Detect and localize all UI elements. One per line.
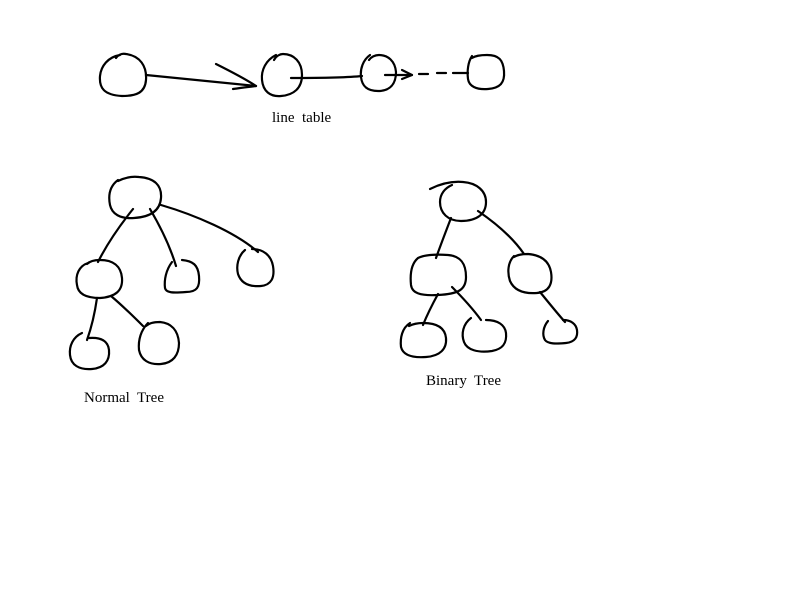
binary-tree-leaf-node-3: [542, 318, 579, 345]
normal-tree-child-node-3: [236, 247, 275, 288]
list-node-3: [359, 53, 398, 93]
binary-tree-edge-right: [476, 209, 526, 256]
list-link-2: [289, 74, 364, 80]
normal-tree-leaf-node-2: [137, 320, 181, 366]
normal-tree-edge-5: [109, 294, 145, 328]
binary-tree-diagram: [399, 180, 579, 359]
binary-tree-edge-left: [434, 216, 453, 260]
list-dashed-link: [417, 71, 470, 76]
binary-tree-left-child-node: [409, 253, 468, 297]
normal-tree-label: Normal Tree: [84, 390, 164, 406]
list-arrowhead-1: [214, 62, 258, 91]
normal-tree-diagram: [68, 175, 275, 371]
binary-tree-edge-right-child: [538, 290, 567, 324]
binary-tree-leaf-node-1: [399, 321, 448, 359]
binary-tree-root-node: [428, 180, 488, 223]
normal-tree-edge-1: [96, 207, 135, 264]
binary-tree-right-child-node: [507, 252, 553, 295]
normal-tree-root-node: [108, 175, 163, 220]
normal-tree-edge-4: [85, 296, 99, 342]
binary-tree-edge-left-right: [450, 285, 483, 322]
binary-tree-leaf-node-2: [461, 316, 508, 353]
list-node-2: [260, 52, 304, 98]
normal-tree-leaf-node-1: [68, 331, 111, 371]
normal-tree-edge-3: [159, 203, 260, 254]
list-link-1: [144, 73, 258, 88]
linked-list-diagram: [98, 52, 506, 98]
normal-tree-edge-2: [148, 207, 178, 268]
list-node-1: [98, 52, 148, 98]
binary-tree-edge-left-left: [421, 292, 440, 327]
binary-tree-label: Binary Tree: [426, 373, 501, 389]
list-node-4: [466, 53, 506, 91]
normal-tree-child-node-2: [163, 258, 201, 294]
linked-list-label: line table: [272, 110, 332, 126]
list-arrowhead-2: [400, 68, 414, 81]
normal-tree-child-node-1: [75, 258, 124, 300]
